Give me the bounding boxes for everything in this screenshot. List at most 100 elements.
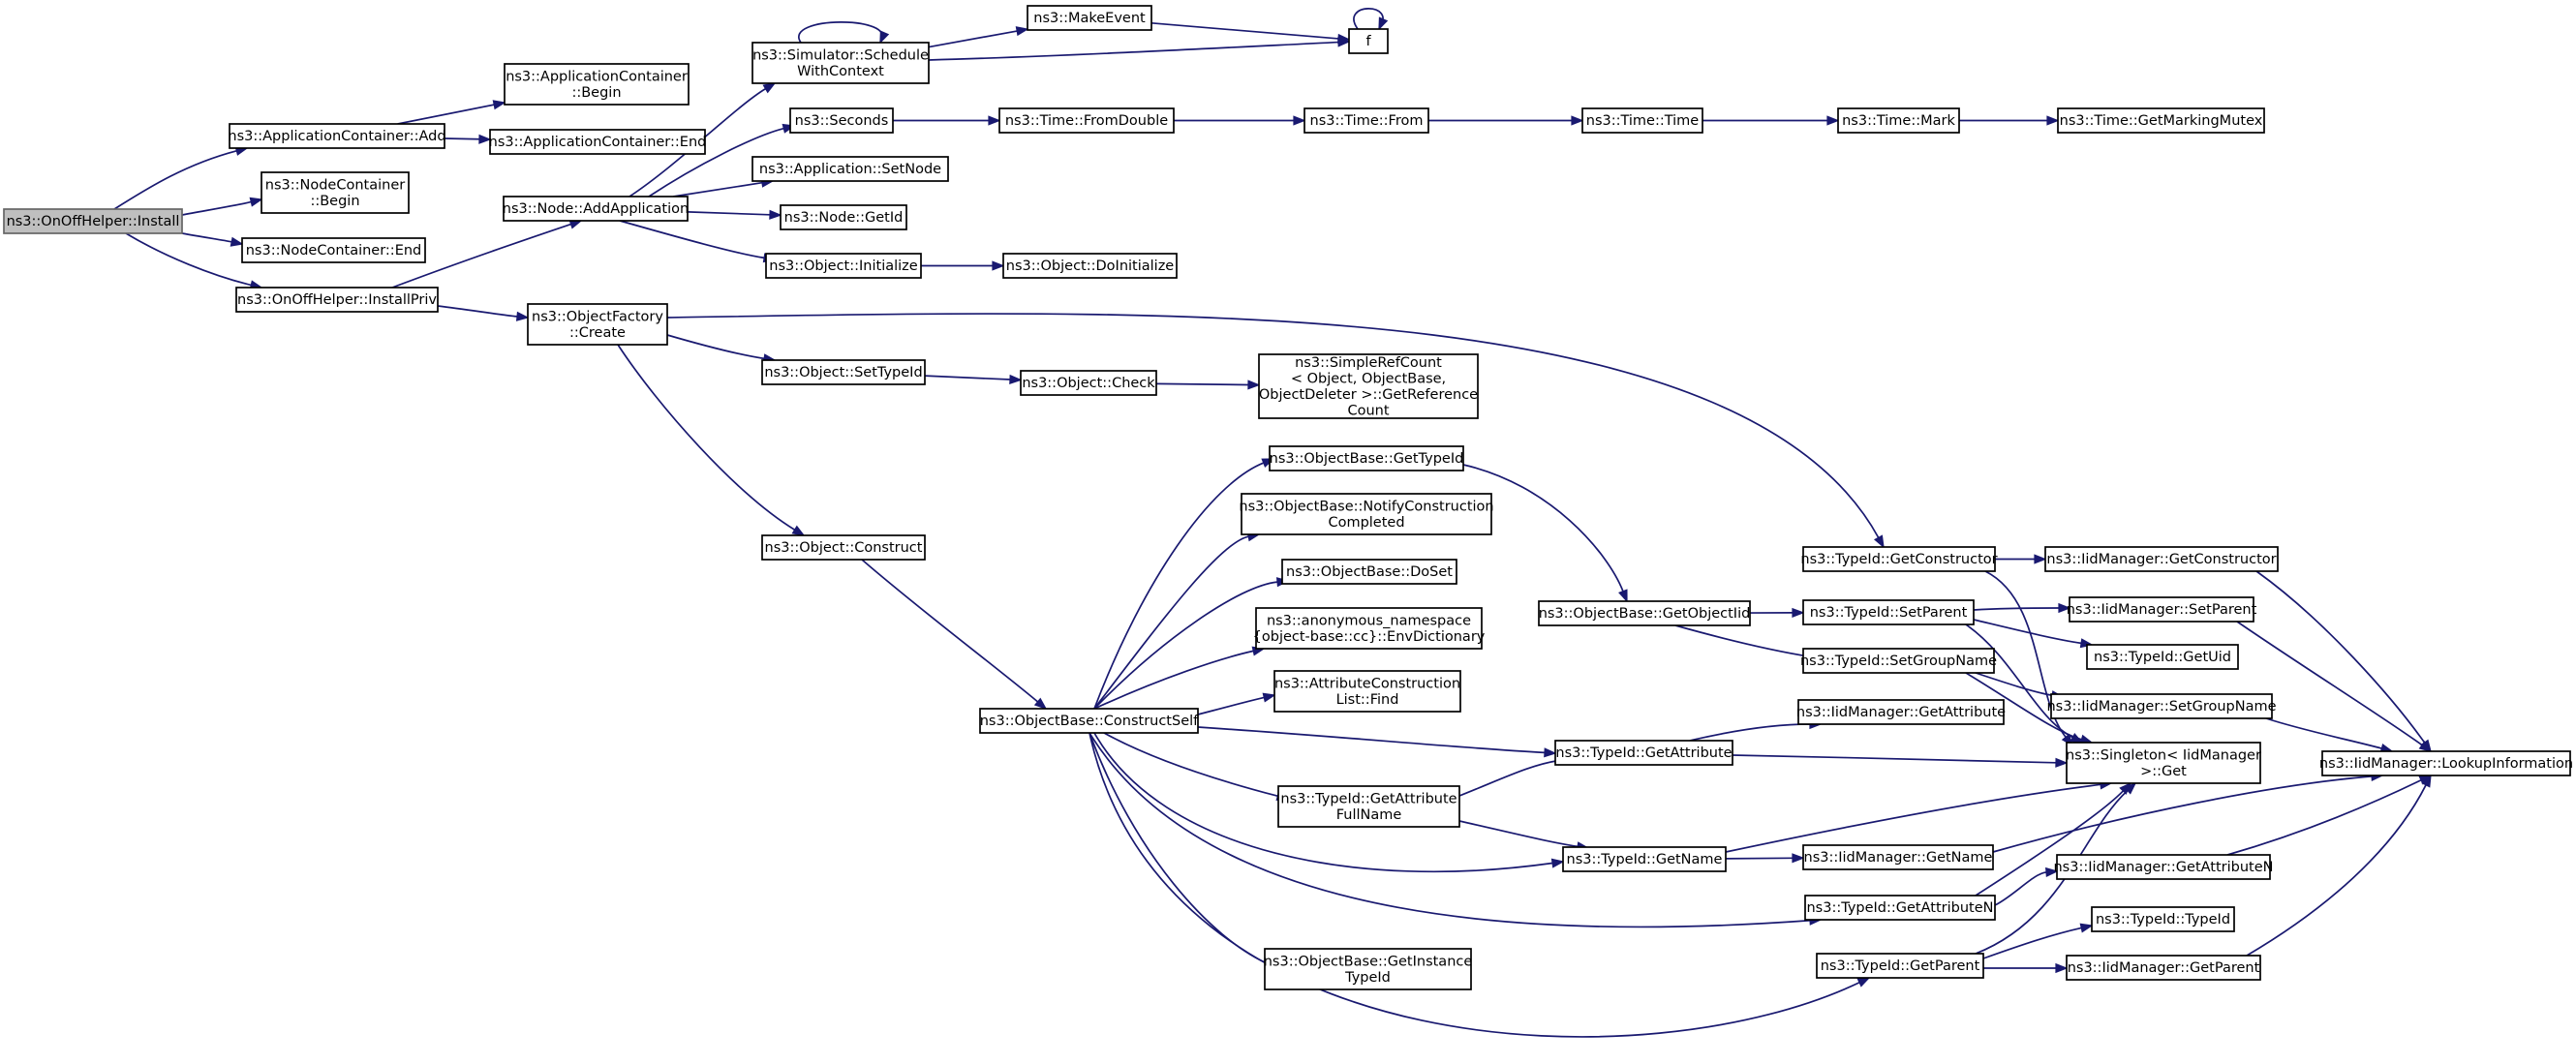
node-typeid-getparent[interactable]: ns3::TypeId::GetParent <box>1816 953 1984 979</box>
node-objectfactory-create[interactable]: ns3::ObjectFactory::Create <box>527 303 668 346</box>
node-box[interactable] <box>1348 28 1389 54</box>
node-time-time[interactable]: ns3::Time::Time <box>1581 107 1703 134</box>
node-iidmanager-getparent[interactable]: ns3::IidManager::GetParent <box>2066 955 2261 981</box>
node-box[interactable] <box>1264 948 1472 990</box>
node-box[interactable] <box>1258 353 1479 419</box>
node-box[interactable] <box>2066 955 2261 981</box>
node-box[interactable] <box>1002 253 1178 279</box>
node-box[interactable] <box>2057 107 2265 134</box>
node-typeid-setgroupname[interactable]: ns3::TypeId::SetGroupName <box>1800 648 1997 674</box>
node-object-construct[interactable]: ns3::Object::Construct <box>761 534 926 561</box>
node-application-setnode[interactable]: ns3::Application::SetNode <box>751 156 949 182</box>
node-appcontainer-begin[interactable]: ns3::ApplicationContainer::Begin <box>504 63 690 106</box>
node-iidmanager-getname[interactable]: ns3::IidManager::GetName <box>1802 844 1994 870</box>
node-object-initialize[interactable]: ns3::Object::Initialize <box>765 253 922 279</box>
node-box[interactable] <box>1797 699 2005 725</box>
node-typeid-getattribute[interactable]: ns3::TypeId::GetAttribute <box>1554 740 1733 766</box>
node-envdictionary[interactable]: ns3::anonymous_namespace{object-base::cc… <box>1253 607 1486 650</box>
node-typeid-getattributen[interactable]: ns3::TypeId::GetAttributeN <box>1804 895 1996 921</box>
node-typeid-getname[interactable]: ns3::TypeId::GetName <box>1562 846 1727 872</box>
node-object-check[interactable]: ns3::Object::Check <box>1020 370 1157 396</box>
node-nodecontainer-begin[interactable]: ns3::NodeContainer::Begin <box>261 171 410 214</box>
node-objectbase-getobjectiid[interactable]: ns3::ObjectBase::GetObjectIid <box>1538 600 1751 626</box>
node-iidmanager-getattribute[interactable]: ns3::IidManager::GetAttribute <box>1796 699 2006 725</box>
node-box[interactable] <box>1554 740 1733 766</box>
node-box[interactable] <box>1802 844 1994 870</box>
node-time-from[interactable]: ns3::Time::From <box>1303 107 1429 134</box>
node-box[interactable] <box>2050 693 2273 719</box>
node-box[interactable] <box>229 123 445 149</box>
node-box[interactable] <box>527 303 668 346</box>
node-box[interactable] <box>780 204 907 230</box>
node-box[interactable] <box>1538 600 1751 626</box>
node-box[interactable] <box>751 156 949 182</box>
node-iidmanager-setgroupname[interactable]: ns3::IidManager::SetGroupName <box>2046 693 2277 719</box>
node-box[interactable] <box>761 359 926 385</box>
node-box[interactable] <box>1562 846 1727 872</box>
node-box[interactable] <box>998 107 1175 134</box>
node-objectbase-doset[interactable]: ns3::ObjectBase::DoSet <box>1281 559 1457 585</box>
node-box[interactable] <box>765 253 922 279</box>
node-typeid-getconstructor[interactable]: ns3::TypeId::GetConstructor <box>1800 546 1998 572</box>
node-box[interactable] <box>1273 670 1461 713</box>
node-box[interactable] <box>1255 607 1483 650</box>
node-onoffhelper-install[interactable]: ns3::OnOffHelper::Install <box>3 208 183 234</box>
node-box[interactable] <box>1837 107 1960 134</box>
node-objectbase-notifyconstructioncompleted[interactable]: ns3::ObjectBase::NotifyConstructionCompl… <box>1239 493 1494 535</box>
node-node-getid[interactable]: ns3::Node::GetId <box>780 204 907 230</box>
node-box[interactable] <box>504 63 690 106</box>
node-time-fromdouble[interactable]: ns3::Time::FromDouble <box>998 107 1175 134</box>
node-singleton-iidmanager-get[interactable]: ns3::Singleton< IidManager >::Get <box>2066 742 2261 784</box>
node-box[interactable] <box>261 171 410 214</box>
node-typeid-getuid[interactable]: ns3::TypeId::GetUid <box>2086 644 2239 670</box>
node-box[interactable] <box>761 534 926 561</box>
node-box[interactable] <box>1804 895 1996 921</box>
node-makeevent[interactable]: ns3::MakeEvent <box>1027 5 1152 31</box>
node-box[interactable] <box>1581 107 1703 134</box>
node-appcontainer-add[interactable]: ns3::ApplicationContainer::Add <box>228 123 446 149</box>
node-box[interactable] <box>1303 107 1429 134</box>
node-box[interactable] <box>3 208 183 234</box>
node-box[interactable] <box>979 708 1199 734</box>
node-objectbase-gettypeid[interactable]: ns3::ObjectBase::GetTypeId <box>1269 445 1464 471</box>
node-box[interactable] <box>2321 750 2571 776</box>
node-iidmanager-getattributen[interactable]: ns3::IidManager::GetAttributeN <box>2053 854 2274 880</box>
node-time-mark[interactable]: ns3::Time::Mark <box>1837 107 1960 134</box>
node-box[interactable] <box>1281 559 1457 585</box>
node-box[interactable] <box>1269 445 1464 471</box>
node-box[interactable] <box>1802 648 1995 674</box>
node-nodecontainer-end[interactable]: ns3::NodeContainer::End <box>241 237 426 263</box>
node-box[interactable] <box>1241 493 1492 535</box>
node-box[interactable] <box>2086 644 2239 670</box>
node-box[interactable] <box>751 42 930 84</box>
node-box[interactable] <box>2066 742 2261 784</box>
node-simplerefcount-getreferencecount[interactable]: ns3::SimpleRefCount< Object, ObjectBase,… <box>1258 353 1479 419</box>
node-box[interactable] <box>235 287 439 313</box>
node-box[interactable] <box>1020 370 1157 396</box>
node-box[interactable] <box>2091 906 2235 932</box>
node-object-doinitialize[interactable]: ns3::Object::DoInitialize <box>1002 253 1178 279</box>
node-box[interactable] <box>2069 596 2254 623</box>
node-iidmanager-getconstructor[interactable]: ns3::IidManager::GetConstructor <box>2044 546 2279 572</box>
node-box[interactable] <box>1816 953 1984 979</box>
node-object-settypeid[interactable]: ns3::Object::SetTypeId <box>761 359 926 385</box>
node-box[interactable] <box>789 107 894 134</box>
node-typeid-typeid[interactable]: ns3::TypeId::TypeId <box>2091 906 2235 932</box>
node-onoffhelper-installpriv[interactable]: ns3::OnOffHelper::InstallPriv <box>235 287 439 313</box>
node-typeid-setparent[interactable]: ns3::TypeId::SetParent <box>1802 599 1975 625</box>
node-box[interactable] <box>1277 785 1460 828</box>
node-objectbase-constructself[interactable]: ns3::ObjectBase::ConstructSelf <box>979 708 1199 734</box>
node-seconds[interactable]: ns3::Seconds <box>789 107 894 134</box>
node-box[interactable] <box>1802 599 1975 625</box>
node-box[interactable] <box>241 237 426 263</box>
node-box[interactable] <box>2044 546 2279 572</box>
node-f[interactable]: f <box>1348 28 1389 54</box>
node-box[interactable] <box>503 196 689 222</box>
node-box[interactable] <box>489 129 706 155</box>
node-appcontainer-end[interactable]: ns3::ApplicationContainer::End <box>489 129 707 155</box>
node-node-addapplication[interactable]: ns3::Node::AddApplication <box>503 196 689 222</box>
node-iidmanager-setparent[interactable]: ns3::IidManager::SetParent <box>2067 596 2257 623</box>
